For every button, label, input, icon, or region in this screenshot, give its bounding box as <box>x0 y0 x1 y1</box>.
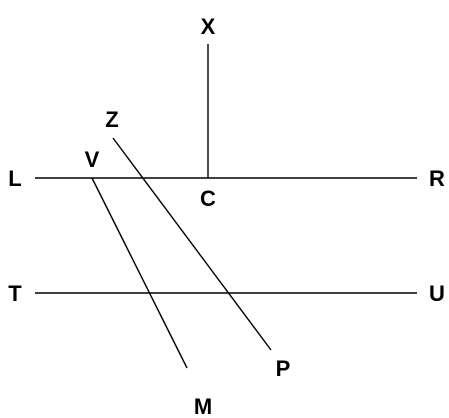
label-z: Z <box>105 107 118 132</box>
line-vm <box>91 177 188 369</box>
label-l: L <box>8 166 21 191</box>
label-v: V <box>85 147 100 172</box>
label-m: M <box>194 394 212 418</box>
label-r: R <box>429 166 445 191</box>
label-u: U <box>429 281 445 306</box>
label-x: X <box>201 14 216 39</box>
line-zp <box>112 137 272 351</box>
label-p: P <box>276 356 291 381</box>
label-c: C <box>200 186 216 211</box>
label-t: T <box>8 281 22 306</box>
